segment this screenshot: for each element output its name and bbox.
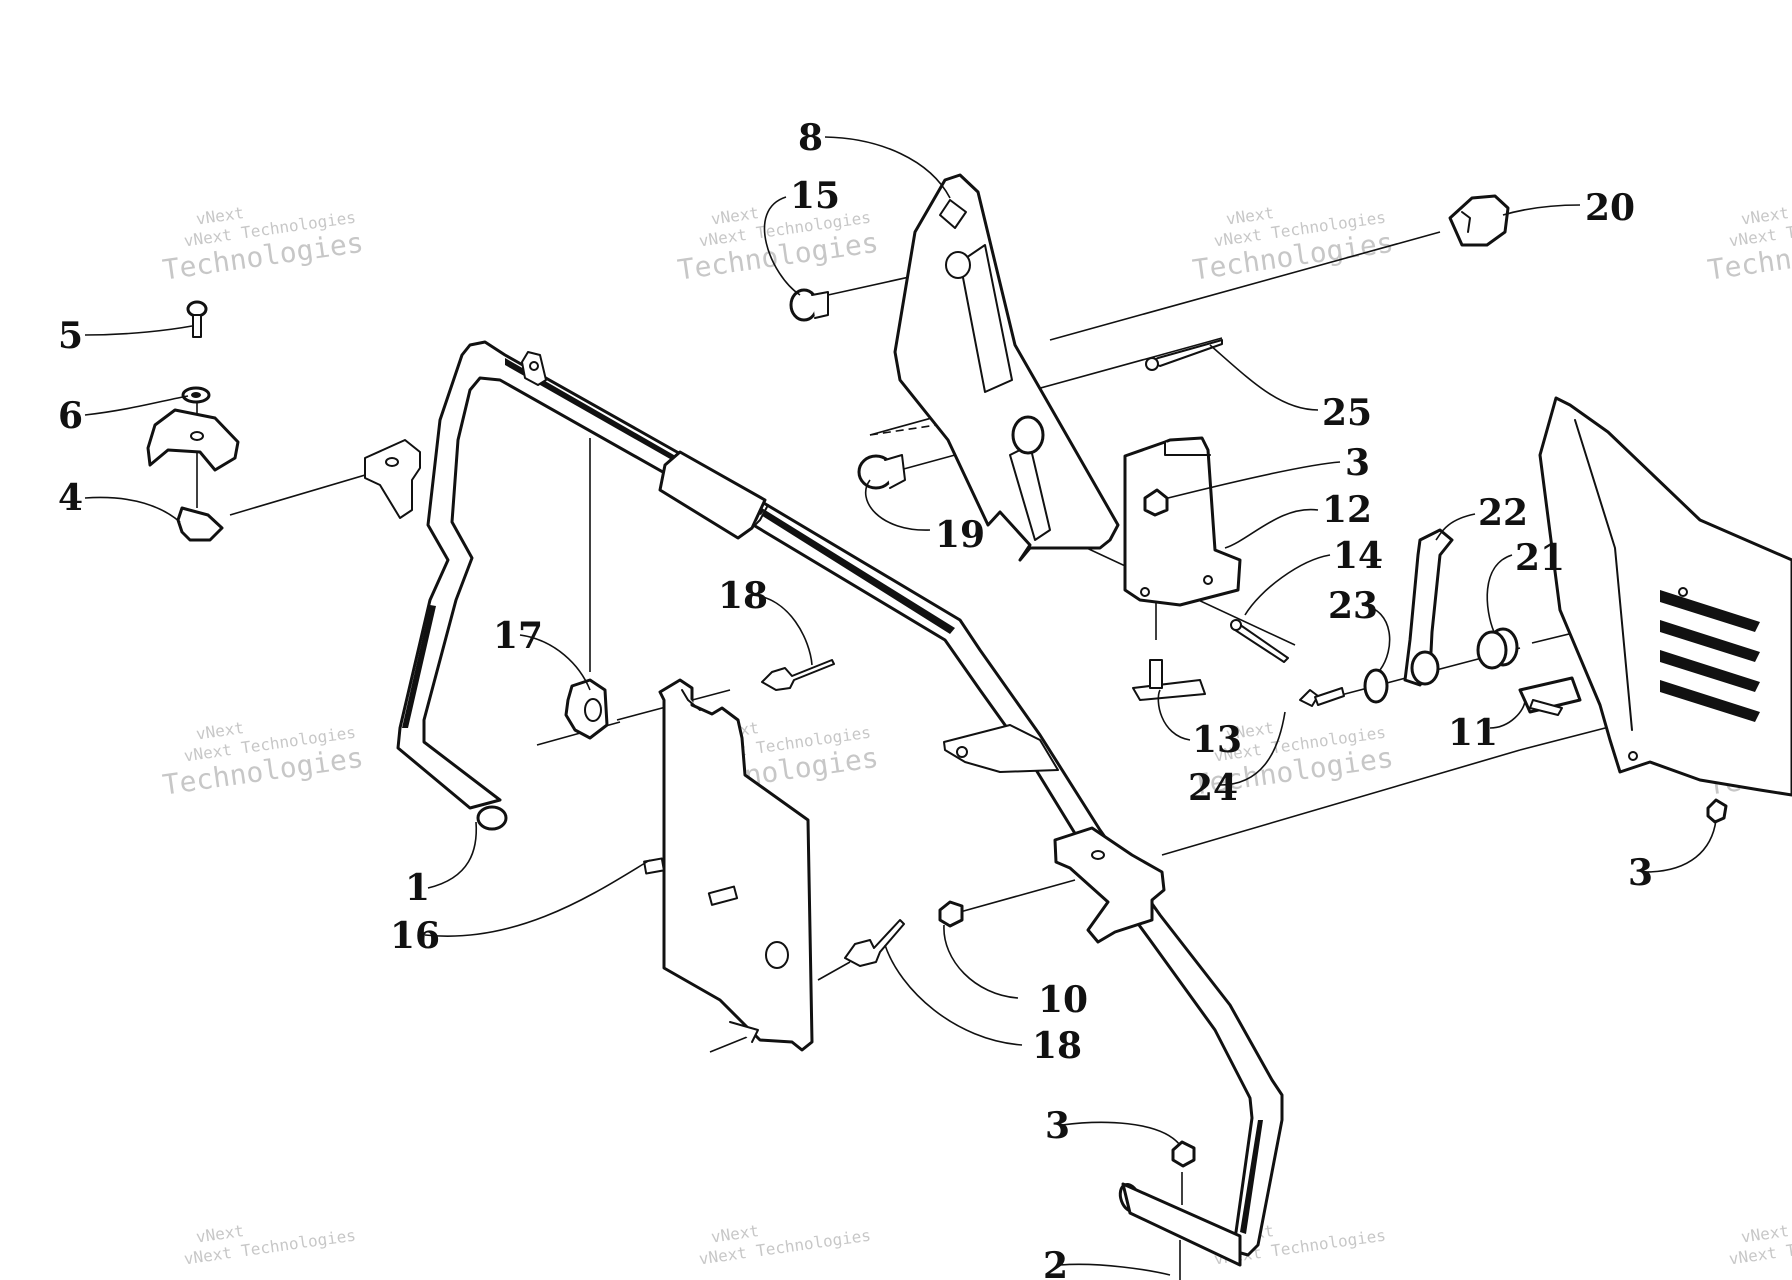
callout-11: 11 bbox=[1448, 712, 1498, 754]
callout-6: 6 bbox=[58, 395, 83, 437]
callout-4: 4 bbox=[58, 477, 83, 519]
callout-14: 14 bbox=[1333, 535, 1383, 577]
callout-3-top: 3 bbox=[1345, 442, 1370, 484]
handlebar-tube bbox=[364, 340, 1284, 1267]
callout-3-bottom: 3 bbox=[1045, 1105, 1070, 1147]
watermark: vNext vNext Technologies Technologies bbox=[161, 718, 366, 802]
watermark: vNext vNext Technologies Technologies bbox=[1706, 203, 1792, 287]
watermark: vNext vNext Technologies bbox=[698, 1221, 872, 1268]
callout-18-bottom: 18 bbox=[1032, 1025, 1082, 1067]
callout-3-right: 3 bbox=[1628, 852, 1653, 894]
callouts: 8 15 20 5 6 4 25 3 12 14 19 22 21 23 18 … bbox=[58, 117, 1653, 1280]
frame-panel bbox=[1538, 396, 1792, 797]
callout-2: 2 bbox=[1043, 1245, 1068, 1280]
vertical-bracket bbox=[1123, 436, 1242, 607]
watermark: vNext vNext Technologies Technologies bbox=[1191, 203, 1396, 287]
callout-22: 22 bbox=[1478, 492, 1528, 534]
back-plate bbox=[643, 678, 814, 1052]
callout-12: 12 bbox=[1322, 489, 1372, 531]
callout-15: 15 bbox=[790, 175, 840, 217]
leader-lines bbox=[84, 136, 1717, 1276]
callout-20: 20 bbox=[1585, 187, 1635, 229]
watermark: vNext vNext Technologies bbox=[1728, 1221, 1792, 1268]
callout-1: 1 bbox=[405, 867, 430, 909]
upper-bracket-plate bbox=[893, 173, 1120, 562]
callout-8: 8 bbox=[798, 117, 823, 159]
callout-25: 25 bbox=[1322, 392, 1372, 434]
hardware bbox=[146, 194, 1728, 1168]
callout-13: 13 bbox=[1192, 719, 1242, 761]
callout-18-top: 18 bbox=[718, 575, 768, 617]
watermark: vNext vNext Technologies Technologies bbox=[161, 203, 366, 287]
callout-17: 17 bbox=[493, 615, 543, 657]
watermark: vNext vNext Technologies bbox=[183, 1221, 357, 1268]
callout-24: 24 bbox=[1188, 767, 1238, 809]
callout-23: 23 bbox=[1328, 585, 1378, 627]
callout-10: 10 bbox=[1038, 979, 1088, 1021]
callout-19: 19 bbox=[935, 514, 985, 556]
callout-16: 16 bbox=[390, 915, 440, 957]
callout-21: 21 bbox=[1515, 537, 1565, 579]
callout-5: 5 bbox=[58, 315, 83, 357]
